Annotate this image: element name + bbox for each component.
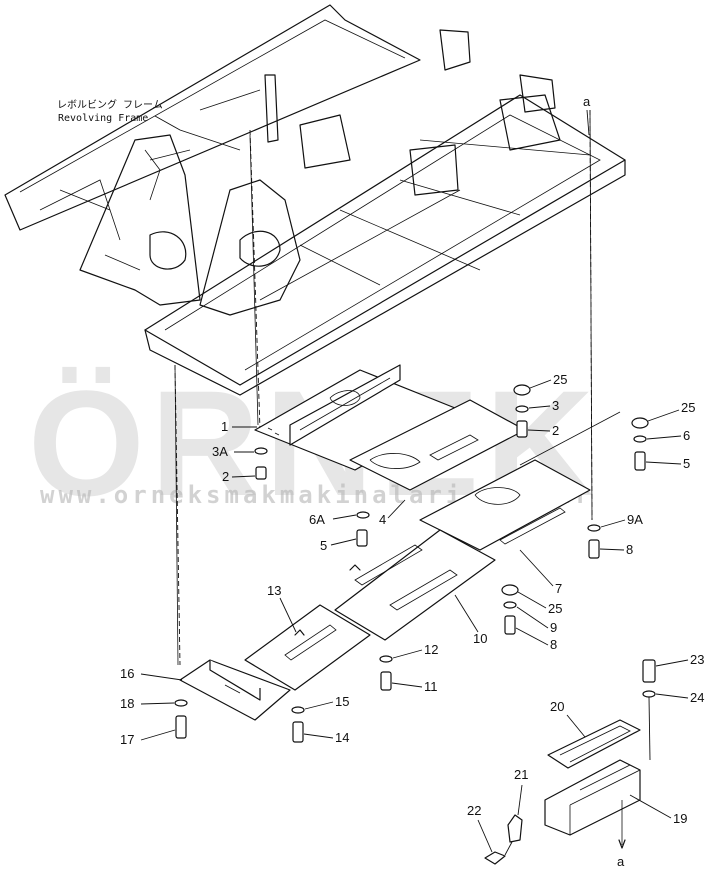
washer-3 bbox=[515, 405, 529, 413]
cover-plate-16 bbox=[179, 659, 291, 721]
washer-6a bbox=[356, 511, 370, 519]
washer-9a bbox=[587, 524, 601, 532]
callout-23: 23 bbox=[690, 652, 704, 667]
callout-18: 18 bbox=[120, 696, 134, 711]
nut-25-right bbox=[631, 417, 649, 429]
ref-mark-bottom: a bbox=[617, 854, 625, 869]
callout-5-left: 5 bbox=[320, 538, 327, 553]
nut-25-lower bbox=[501, 584, 519, 596]
cover-plate-1 bbox=[254, 364, 461, 471]
cover-plate-13 bbox=[244, 604, 371, 691]
callout-25-lower: 25 bbox=[548, 601, 562, 616]
step-assembly: a bbox=[484, 696, 651, 869]
frame-label-english: Revolving Frame bbox=[58, 113, 148, 124]
bolt-23 bbox=[642, 659, 656, 683]
callout-12: 12 bbox=[424, 642, 438, 657]
callout-1: 1 bbox=[221, 419, 228, 434]
hardware-fasteners bbox=[174, 384, 656, 743]
step-bracket-19 bbox=[544, 759, 641, 836]
callout-24: 24 bbox=[690, 690, 704, 705]
bolt-5-left bbox=[356, 529, 368, 547]
callout-14: 14 bbox=[335, 730, 349, 745]
callout-9: 9 bbox=[550, 620, 557, 635]
callout-25-right: 25 bbox=[681, 400, 695, 415]
callout-16: 16 bbox=[120, 666, 134, 681]
cover-plate-7 bbox=[419, 411, 621, 551]
callout-labels: 1 3A 2 25 3 2 25 6 5 6A 4 5 9A 8 7 25 9 bbox=[120, 372, 704, 853]
callout-6a: 6A bbox=[309, 512, 325, 527]
bolt-14 bbox=[292, 721, 304, 743]
callout-8-lower: 8 bbox=[550, 637, 557, 652]
ref-mark-top: a bbox=[583, 94, 591, 109]
washer-18 bbox=[174, 699, 188, 707]
callout-8-right: 8 bbox=[626, 542, 633, 557]
callout-25-top: 25 bbox=[553, 372, 567, 387]
callout-13: 13 bbox=[267, 583, 281, 598]
clip-21 bbox=[507, 814, 523, 843]
cover-plate-10 bbox=[334, 529, 496, 641]
callout-3a: 3A bbox=[212, 444, 228, 459]
callout-3: 3 bbox=[552, 398, 559, 413]
bolt-8-right bbox=[588, 539, 600, 559]
frame-label-japanese: レボルビング フレーム bbox=[57, 98, 163, 111]
callout-20: 20 bbox=[550, 699, 564, 714]
washer-15 bbox=[291, 706, 305, 714]
callout-19: 19 bbox=[673, 811, 687, 826]
revolving-frame: レボルビング フレーム Revolving Frame bbox=[4, 4, 626, 396]
callout-5-right: 5 bbox=[683, 456, 690, 471]
step-tread-20 bbox=[547, 719, 641, 769]
washer-24 bbox=[642, 690, 656, 698]
washer-9 bbox=[503, 601, 517, 609]
callout-2-right: 2 bbox=[552, 423, 559, 438]
callout-7: 7 bbox=[555, 581, 562, 596]
washer-3a bbox=[254, 447, 268, 455]
callout-6: 6 bbox=[683, 428, 690, 443]
callout-11: 11 bbox=[424, 679, 438, 694]
callout-9a: 9A bbox=[627, 512, 643, 527]
nut-25-top bbox=[513, 384, 531, 396]
screw-22 bbox=[484, 851, 506, 865]
callout-17: 17 bbox=[120, 732, 134, 747]
bolt-11 bbox=[380, 671, 392, 691]
bolt-17 bbox=[175, 715, 187, 739]
washer-12 bbox=[379, 655, 393, 663]
callout-4: 4 bbox=[379, 512, 386, 527]
callout-22: 22 bbox=[467, 803, 481, 818]
bolt-2-right bbox=[516, 420, 528, 438]
projection-lines bbox=[174, 109, 593, 666]
callout-10: 10 bbox=[473, 631, 487, 646]
bolt-8-lower bbox=[504, 615, 516, 635]
washer-6 bbox=[633, 435, 647, 443]
callout-2-left: 2 bbox=[222, 469, 229, 484]
callout-21: 21 bbox=[514, 767, 528, 782]
callout-15: 15 bbox=[335, 694, 349, 709]
bolt-5-right bbox=[634, 451, 646, 471]
bolt-2-left bbox=[255, 466, 267, 480]
